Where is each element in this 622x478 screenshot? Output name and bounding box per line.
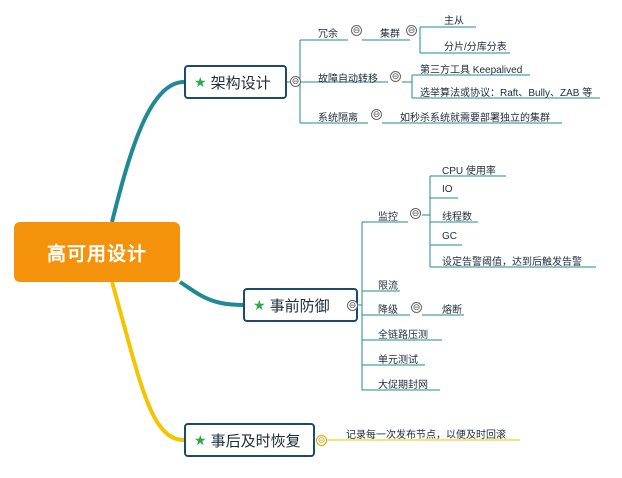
collapse-icon[interactable]: ⊖ xyxy=(371,109,382,120)
node-circuit-breaker[interactable]: 熔断 xyxy=(442,305,462,316)
root-label: 高可用设计 xyxy=(46,243,147,265)
connector-root-prevent xyxy=(178,280,244,307)
node-degrade[interactable]: 降级 xyxy=(378,305,398,316)
collapse-icon[interactable]: ⊖ xyxy=(390,71,401,82)
node-isolation-note[interactable]: 如秒杀系统就需要部署独立的集群 xyxy=(400,113,550,124)
collapse-icon[interactable]: ⊖ xyxy=(316,435,327,446)
connector-root-recover xyxy=(110,281,185,442)
collapse-icon[interactable]: ⊖ xyxy=(347,300,358,311)
node-io[interactable]: IO xyxy=(442,184,453,195)
node-freeze[interactable]: 大促期封网 xyxy=(378,380,428,391)
node-alarm[interactable]: 设定告警阈值，达到后触发告警 xyxy=(442,257,582,268)
branch-recover-label: 事后及时恢复 xyxy=(210,432,301,450)
collapse-icon[interactable]: ⊖ xyxy=(410,208,421,219)
collapse-icon[interactable]: ⊖ xyxy=(290,76,301,87)
collapse-icon[interactable]: ⊖ xyxy=(351,25,362,36)
branch-prevent[interactable]: ★ 事前防御 xyxy=(243,288,358,322)
branch-arch[interactable]: ★ 架构设计 xyxy=(184,65,287,99)
node-redundancy[interactable]: 冗余 xyxy=(318,29,338,40)
node-ratelimit[interactable]: 限流 xyxy=(378,281,398,292)
collapse-icon[interactable]: ⊖ xyxy=(411,302,422,313)
node-monitor[interactable]: 监控 xyxy=(378,212,398,223)
star-icon: ★ xyxy=(253,296,266,313)
prevent-subtree-lines xyxy=(358,175,596,391)
node-sharding[interactable]: 分片/分库分表 xyxy=(444,42,507,53)
connector-root-arch xyxy=(110,80,185,223)
star-icon: ★ xyxy=(194,431,207,448)
node-keepalived[interactable]: 第三方工具 Keepalived xyxy=(420,65,523,76)
node-stress-test[interactable]: 全链路压测 xyxy=(378,330,428,341)
node-isolation[interactable]: 系统隔离 xyxy=(318,113,358,124)
collapse-icon[interactable]: ⊖ xyxy=(406,25,417,36)
node-rollback-note[interactable]: 记录每一次发布节点，以便及时回滚 xyxy=(346,430,506,441)
node-cpu[interactable]: CPU 使用率 xyxy=(442,166,496,177)
node-failover[interactable]: 故障自动转移 xyxy=(318,74,378,85)
branch-arch-label: 架构设计 xyxy=(210,74,271,92)
node-cluster[interactable]: 集群 xyxy=(380,29,400,40)
star-icon: ★ xyxy=(194,73,207,90)
node-unit-test[interactable]: 单元测试 xyxy=(378,355,418,366)
branch-recover[interactable]: ★ 事后及时恢复 xyxy=(184,423,315,457)
node-threads[interactable]: 线程数 xyxy=(442,212,472,223)
node-election[interactable]: 选举算法或协议：Raft、Bully、ZAB 等 xyxy=(420,88,593,99)
node-master-slave[interactable]: 主从 xyxy=(444,16,464,27)
node-gc[interactable]: GC xyxy=(442,231,457,242)
root-node[interactable]: 高可用设计 xyxy=(14,222,180,282)
branch-prevent-label: 事前防御 xyxy=(269,297,330,315)
